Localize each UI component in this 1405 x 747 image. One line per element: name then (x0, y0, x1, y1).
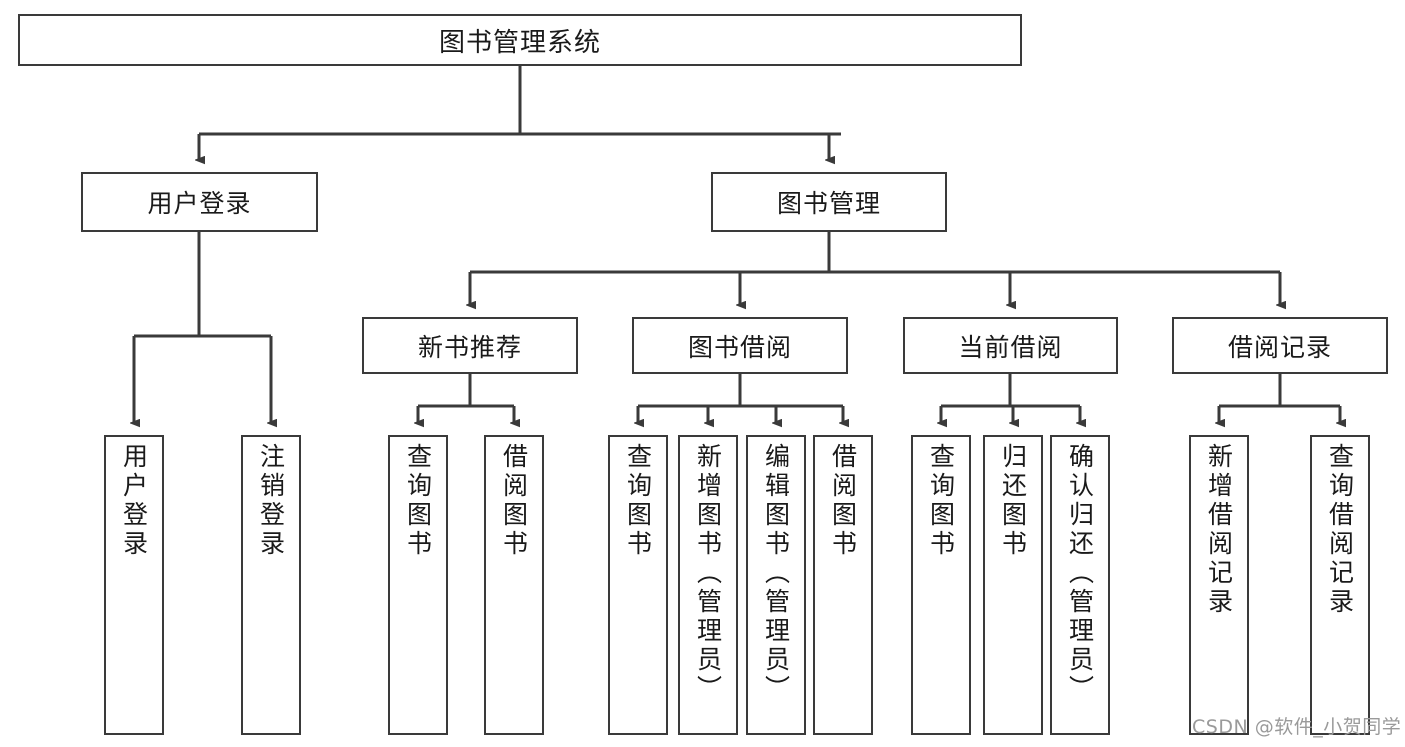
node-label: 借阅记录 (1227, 332, 1332, 362)
watermark-text: CSDN @软件_小贺同学 (1192, 716, 1402, 738)
node-label: 编辑图书（管理员） (761, 443, 791, 704)
node-label: 图书管理 (776, 189, 881, 218)
node-leaf-return-book[interactable]: 归还图书 (983, 435, 1043, 735)
node-borrow-record[interactable]: 借阅记录 (1172, 317, 1388, 374)
node-label: 用户登录 (119, 443, 149, 559)
node-label: 归还图书 (998, 443, 1028, 559)
node-leaf-add-borrow-record[interactable]: 新增借阅记录 (1189, 435, 1249, 735)
node-label: 用户登录 (147, 189, 252, 218)
node-leaf-borrow-book-1[interactable]: 借阅图书 (484, 435, 544, 735)
node-label: 图书借阅 (687, 332, 792, 362)
node-leaf-user-login[interactable]: 用户登录 (104, 435, 164, 735)
node-label: 注销登录 (256, 443, 286, 559)
node-leaf-query-book-1[interactable]: 查询图书 (388, 435, 448, 735)
node-label: 查询借阅记录 (1325, 443, 1355, 617)
node-leaf-add-book[interactable]: 新增图书（管理员） (678, 435, 738, 735)
node-label: 查询图书 (403, 443, 433, 559)
node-label: 新书推荐 (417, 332, 522, 362)
node-book-borrow[interactable]: 图书借阅 (632, 317, 848, 374)
node-leaf-borrow-book-2[interactable]: 借阅图书 (813, 435, 873, 735)
node-label: 当前借阅 (958, 332, 1063, 362)
node-label: 确认归还（管理员） (1065, 443, 1095, 704)
node-label: 借阅图书 (499, 443, 529, 559)
node-leaf-user-logout[interactable]: 注销登录 (241, 435, 301, 735)
node-leaf-query-book-2[interactable]: 查询图书 (608, 435, 668, 735)
node-leaf-query-borrow-record[interactable]: 查询借阅记录 (1310, 435, 1370, 735)
node-current-borrow[interactable]: 当前借阅 (903, 317, 1118, 374)
node-leaf-query-book-3[interactable]: 查询图书 (911, 435, 971, 735)
node-label: 借阅图书 (828, 443, 858, 559)
node-label: 新增图书（管理员） (693, 443, 723, 704)
node-new-book-recommend[interactable]: 新书推荐 (362, 317, 578, 374)
node-label: 查询图书 (926, 443, 956, 559)
node-system-root[interactable]: 图书管理系统 (18, 14, 1022, 66)
node-label: 图书管理系统 (438, 27, 601, 58)
node-label: 查询图书 (623, 443, 653, 559)
node-book-management[interactable]: 图书管理 (711, 172, 947, 232)
node-leaf-confirm-return[interactable]: 确认归还（管理员） (1050, 435, 1110, 735)
node-leaf-edit-book[interactable]: 编辑图书（管理员） (746, 435, 806, 735)
node-user-login[interactable]: 用户登录 (81, 172, 318, 232)
node-label: 新增借阅记录 (1204, 443, 1234, 617)
